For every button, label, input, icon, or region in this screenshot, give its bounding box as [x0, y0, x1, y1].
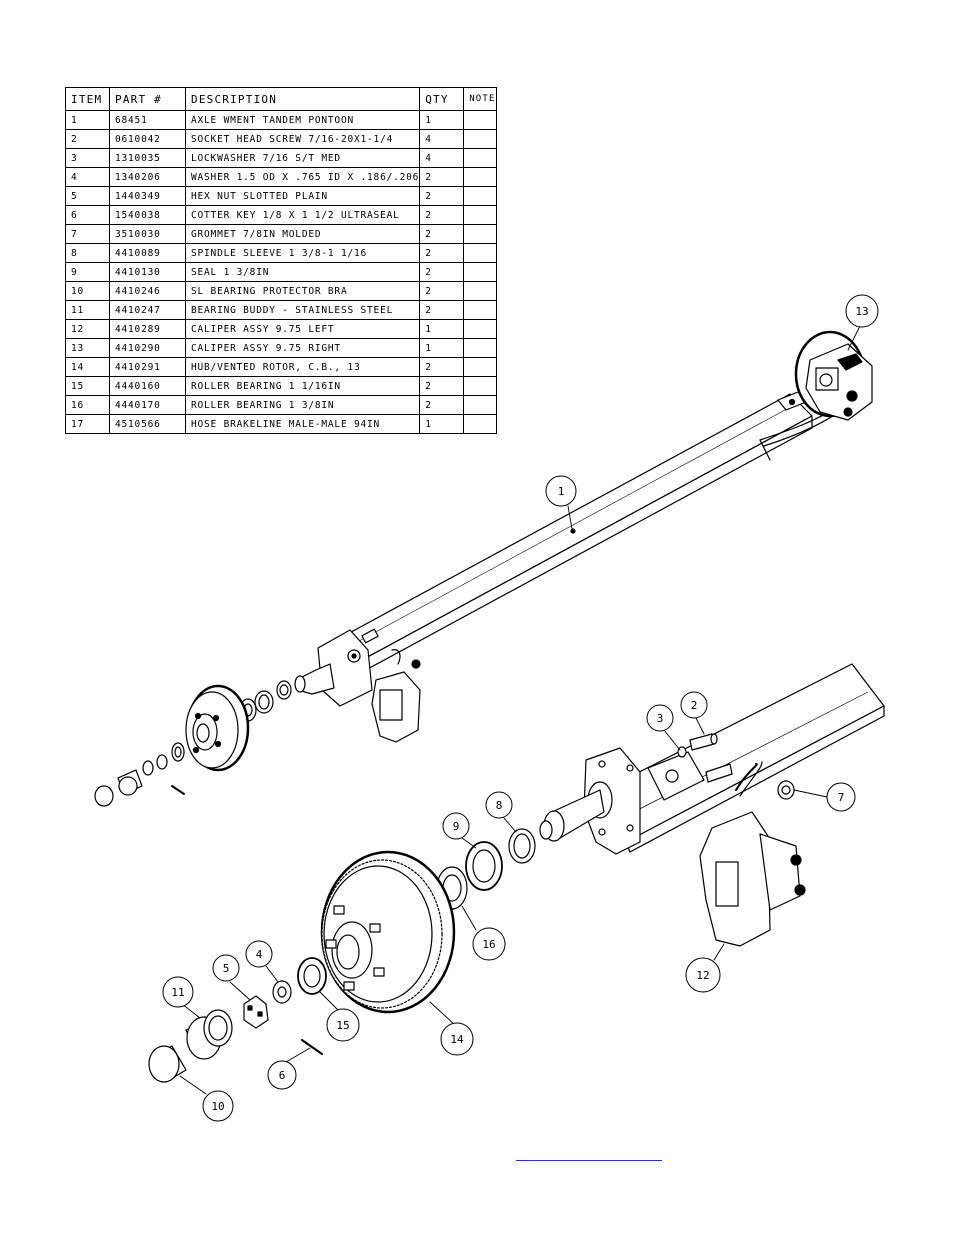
header-qty: QTY	[419, 87, 465, 111]
lower-caliper	[699, 811, 806, 947]
callout-16: 16	[472, 927, 506, 961]
callout-4-label: 4	[256, 948, 263, 961]
callout-14-label: 14	[450, 1033, 464, 1046]
callout-16-label: 16	[482, 938, 495, 951]
callout-1: 1	[545, 475, 577, 507]
upper-left-spindle	[239, 629, 373, 722]
callout-13-label: 13	[855, 305, 868, 318]
cell-description: HOSE BRAKELINE MALE-MALE 94IN	[184, 414, 421, 434]
callout-7: 7	[826, 782, 856, 812]
callout-4: 4	[245, 940, 273, 968]
grommet	[777, 780, 795, 800]
cell-note	[463, 414, 498, 434]
callout-5-label: 5	[223, 962, 230, 975]
callout-5: 5	[212, 954, 240, 982]
lower-rotor	[320, 850, 456, 1014]
callout-8-label: 8	[496, 799, 503, 812]
callout-15-label: 15	[336, 1019, 349, 1032]
footer-link-underline[interactable]	[516, 1146, 662, 1161]
upper-left-rotor	[185, 684, 250, 772]
callout-13: 13	[845, 294, 879, 328]
callout-2-label: 2	[691, 699, 698, 712]
callout-2: 2	[680, 691, 708, 719]
upper-small-parts	[94, 742, 185, 807]
header-item: ITEM	[65, 87, 110, 111]
callout-14: 14	[440, 1022, 474, 1056]
callout-6: 6	[267, 1060, 297, 1090]
header-part-number: PART #	[109, 87, 186, 111]
callout-1-label: 1	[558, 485, 565, 498]
axle-tube	[317, 391, 845, 685]
upper-right-assembly	[794, 330, 873, 421]
callout-8: 8	[485, 791, 513, 819]
lower-bearings	[436, 828, 536, 910]
cell-part-number: 4510566	[109, 414, 186, 434]
callout-3-label: 3	[657, 712, 664, 725]
callout-10-label: 10	[211, 1100, 224, 1113]
lower-bolts	[677, 733, 733, 783]
cell-item: 17	[65, 414, 110, 434]
callout-11-label: 11	[171, 986, 184, 999]
callout-12-label: 12	[696, 969, 709, 982]
callout-11: 11	[162, 976, 194, 1008]
callout-9-label: 9	[453, 820, 460, 833]
callout-10: 10	[202, 1090, 234, 1122]
callout-3: 3	[646, 704, 674, 732]
cell-qty: 1	[419, 414, 465, 434]
callout-15: 15	[326, 1008, 360, 1042]
callout-12: 12	[685, 957, 721, 993]
lower-small-parts	[148, 957, 327, 1083]
callout-7-label: 7	[838, 791, 845, 804]
callout-9: 9	[442, 812, 470, 840]
upper-left-caliper	[371, 649, 421, 743]
callout-6-label: 6	[279, 1069, 286, 1082]
callouts: 1 2 3 4 5 6 7 8 9 10 11 12 13 14 15 16	[162, 294, 879, 1122]
lower-spindle	[539, 747, 705, 855]
callout-leaders	[179, 325, 861, 1095]
